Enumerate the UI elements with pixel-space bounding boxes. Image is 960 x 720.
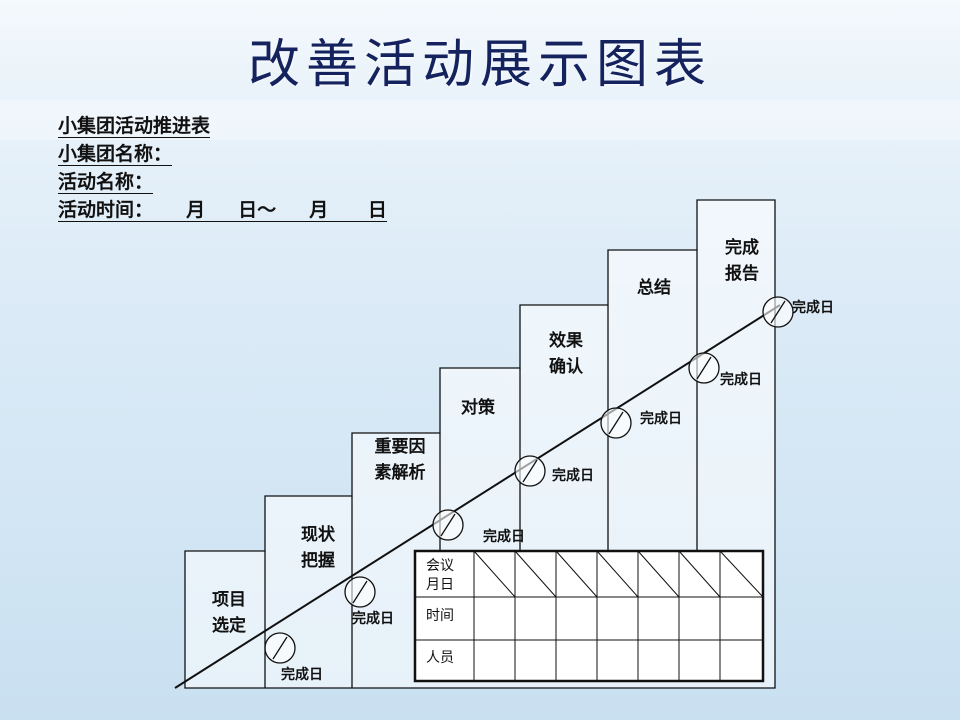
step-labels: 项目 选定 现状 把握 重要因 素解析 对策 效果 确认 总结 完成 报告 bbox=[212, 237, 759, 636]
step-1-label: 项目 bbox=[212, 590, 246, 610]
completion-label-5: 完成日 bbox=[640, 410, 682, 427]
completion-slash-2 bbox=[352, 580, 368, 604]
table-row-people: 人员 bbox=[426, 650, 454, 666]
completion-slash-6 bbox=[696, 356, 712, 380]
step-1-label-2: 选定 bbox=[212, 615, 246, 636]
completion-slash-3 bbox=[440, 513, 456, 537]
step-2-label-2: 把握 bbox=[301, 550, 335, 571]
info-activity-time: 活动时间： 月 日～ 月 日 bbox=[58, 199, 387, 222]
background-band bbox=[0, 100, 960, 140]
completion-slash-5 bbox=[608, 411, 624, 435]
info-heading: 小集团活动推进表 bbox=[58, 115, 211, 138]
completion-label-1: 完成日 bbox=[281, 666, 323, 683]
completion-label-2: 完成日 bbox=[352, 610, 394, 627]
completion-label-3: 完成日 bbox=[483, 528, 525, 545]
table-border bbox=[413, 549, 765, 683]
activity-info: 小集团活动推进表 小集团名称： 活动名称： 活动时间： 月 日～ 月 日 bbox=[58, 112, 387, 224]
step-2-label: 现状 bbox=[301, 524, 336, 545]
table-row-meeting-2: 月日 bbox=[426, 577, 454, 593]
table-grid bbox=[415, 550, 764, 681]
completion-label-6: 完成日 bbox=[720, 371, 762, 388]
completion-label-4: 完成日 bbox=[552, 467, 594, 484]
table-row-meeting: 会议 bbox=[426, 558, 454, 574]
info-group-name: 小集团名称： bbox=[58, 143, 173, 166]
step-7-label-2: 报告 bbox=[725, 263, 759, 284]
step-4-label: 对策 bbox=[461, 397, 496, 418]
table-row-time: 时间 bbox=[426, 608, 454, 624]
step-7-label: 完成 bbox=[725, 237, 759, 258]
step-3-label: 重要因 bbox=[375, 436, 426, 457]
step-3-label-2: 素解析 bbox=[375, 462, 426, 483]
completion-label-7: 完成日 bbox=[792, 299, 834, 316]
step-5-label: 效果 bbox=[549, 330, 583, 351]
completion-slash-1 bbox=[272, 636, 288, 660]
page-title: 改善活动展示图表 bbox=[247, 35, 712, 95]
info-activity-name: 活动名称： bbox=[58, 171, 154, 194]
completion-slash-7 bbox=[770, 300, 786, 324]
step-6-label: 总结 bbox=[637, 277, 671, 298]
completion-slash-4 bbox=[522, 459, 538, 483]
step-5-label-2: 确认 bbox=[549, 356, 584, 377]
progress-diagonal bbox=[174, 304, 781, 689]
meeting-table: 会议 月日 时间 人员 bbox=[413, 549, 765, 683]
